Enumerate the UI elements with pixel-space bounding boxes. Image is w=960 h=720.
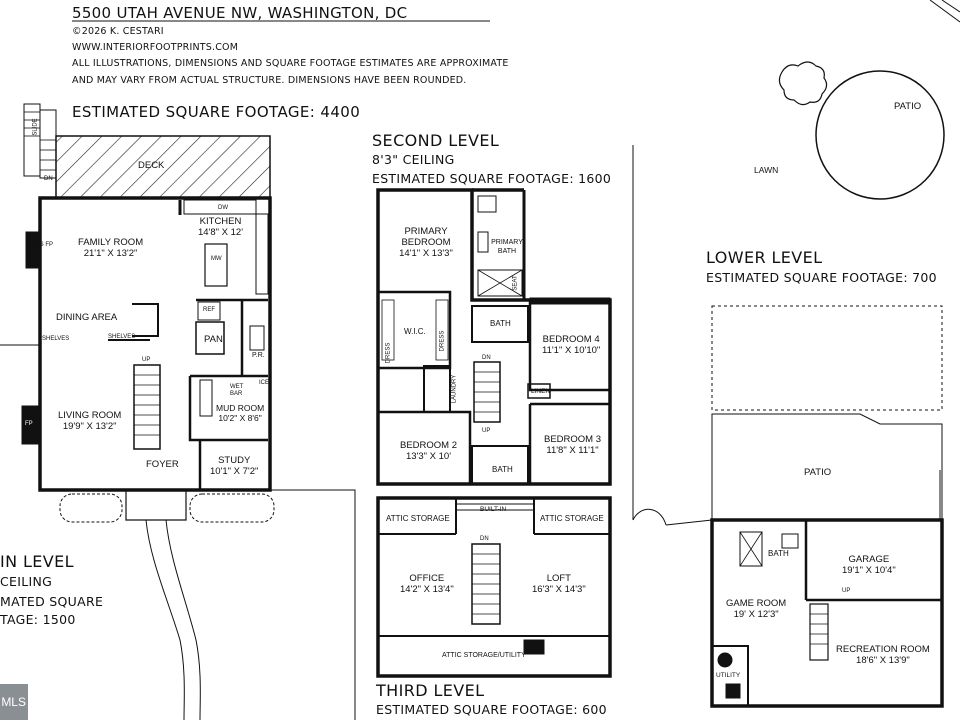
microwave-label: MW — [211, 256, 222, 262]
main-stairs-up-label: UP — [142, 357, 151, 363]
bedroom-4-label: BEDROOM 4 11'1" X 10'10" — [542, 334, 601, 356]
shelves-right-label: SHELVES — [108, 334, 136, 340]
gas-fp-label: GAS FP — [31, 242, 54, 248]
kitchen-island — [204, 243, 228, 287]
total-square-footage: ESTIMATED SQUARE FOOTAGE: 4400 — [72, 103, 361, 121]
second-stairs-dn-label: DN — [482, 355, 491, 361]
circular-patio — [815, 70, 945, 200]
office-label: OFFICE 14'2" X 13'4" — [400, 573, 454, 595]
third-level-sqft: ESTIMATED SQUARE FOOTAGE: 600 — [376, 702, 607, 717]
loft-label: LOFT 16'3" X 14'3" — [532, 573, 586, 595]
second-level-title: SECOND LEVEL — [372, 131, 500, 150]
lawn-label: LAWN — [754, 165, 779, 175]
address-title: 5500 UTAH AVENUE NW, WASHINGTON, DC — [72, 4, 408, 22]
living-room-label: LIVING ROOM 19'9" X 13'2" — [58, 410, 122, 432]
main-level-sqft-1: MATED SQUARE — [0, 594, 104, 609]
main-level-title: IN LEVEL — [0, 552, 74, 571]
mud-room-label: MUD ROOM 10'2" X 8'6" — [216, 403, 265, 423]
second-level-ceiling: 8'3" CEILING — [372, 152, 455, 167]
copyright: ©2026 K. CESTARI — [72, 26, 164, 37]
patio-label: PATIO — [804, 467, 832, 478]
bedroom-3-label: BEDROOM 3 11'8" X 11'1" — [544, 434, 602, 456]
pantry-label: PAN — [204, 334, 223, 345]
utility-label: UTILITY — [716, 672, 741, 679]
deck-stairs — [23, 103, 41, 177]
slide-label: SLIDE — [32, 118, 39, 136]
third-exterior-walls — [376, 496, 612, 678]
garage-label: GARAGE 19'1" X 10'4" — [842, 554, 896, 576]
deck-label: DECK — [138, 160, 165, 171]
study-label: STUDY 10'1" X 7'2" — [210, 455, 259, 477]
dress-right-label: DRESS — [439, 330, 446, 352]
lower-level-title: LOWER LEVEL — [706, 248, 823, 267]
lower-level-plan — [632, 0, 960, 708]
lower-exterior-walls — [710, 518, 944, 708]
linen-label: LINEN — [531, 388, 551, 395]
game-room-label: GAME ROOM 19' X 12'3" — [726, 598, 787, 620]
deck-dn-label: DN — [44, 176, 53, 182]
third-stairs-dn-label: DN — [480, 536, 489, 542]
family-room-label: FAMILY ROOM 21'1" X 13'2" — [78, 237, 144, 259]
third-level-title: THIRD LEVEL — [376, 681, 485, 700]
website: WWW.INTERIORFOOTPRINTS.COM — [72, 42, 239, 53]
primary-bedroom-label: PRIMARY BEDROOM 14'1" X 13'3" — [399, 226, 453, 259]
main-stairs — [133, 364, 161, 450]
lower-stairs — [809, 603, 829, 661]
seat-label: SEAT — [512, 275, 519, 291]
dress-left-label: DRESS — [385, 342, 392, 364]
fp-label: FP — [25, 421, 33, 427]
bath-lower-label: BATH — [492, 465, 513, 474]
third-level-plan — [376, 496, 612, 678]
patio-top-label: PATIO — [894, 101, 922, 112]
bedroom-2-label: BEDROOM 2 13'3" X 10' — [400, 440, 458, 462]
foyer-label: FOYER — [146, 459, 179, 470]
disclaimer-line-1: ALL ILLUSTRATIONS, DIMENSIONS AND SQUARE… — [72, 58, 509, 69]
primary-bath-label: PRIMARY BATH — [491, 239, 523, 255]
deck-area — [55, 135, 271, 199]
kitchen-label: KITCHEN 14'8" X 12' — [198, 216, 244, 238]
main-level-plan — [0, 103, 356, 720]
ice-label: ICE — [259, 380, 270, 386]
mls-watermark: MLS — [0, 684, 28, 720]
bath-center-label: BATH — [490, 319, 511, 328]
dining-area-label: DINING AREA — [56, 312, 118, 323]
lower-level-sqft: ESTIMATED SQUARE FOOTAGE: 700 — [706, 270, 937, 285]
shelves-left-label: SHELVES — [42, 336, 70, 342]
wet-bar-label: WET BAR — [230, 384, 244, 397]
fireplace — [21, 405, 41, 445]
gas-fireplace — [25, 231, 41, 269]
second-level-plan — [376, 188, 612, 486]
dishwasher-label: DW — [218, 205, 228, 211]
powder-room-label: P.R. — [252, 352, 265, 359]
second-level-sqft: ESTIMATED SQUARE FOOTAGE: 1600 — [372, 171, 612, 186]
tree — [778, 61, 828, 106]
main-level-ceiling: CEILING — [0, 574, 53, 589]
recreation-room-label: RECREATION ROOM 18'6" X 13'9" — [836, 644, 930, 666]
wic-label: W.I.C. — [404, 327, 426, 336]
disclaimer-line-2: AND MAY VARY FROM ACTUAL STRUCTURE. DIME… — [72, 75, 467, 86]
ref-label: REF — [203, 307, 215, 313]
lower-stairs-up-label: UP — [842, 588, 851, 594]
second-stairs-up-label: UP — [482, 428, 491, 434]
lower-bath-label: BATH — [768, 549, 789, 558]
main-level-sqft-2: TAGE: 1500 — [0, 612, 76, 627]
attic-storage-right-label: ATTIC STORAGE — [540, 514, 604, 523]
attic-utility-label: ATTIC STORAGE/UTILITY — [442, 652, 526, 659]
laundry-label: LAUNDRY — [451, 374, 458, 404]
attic-storage-left-label: ATTIC STORAGE — [386, 514, 450, 523]
built-in-label: BUILT-IN — [480, 506, 507, 513]
main-exterior-walls — [38, 196, 272, 492]
